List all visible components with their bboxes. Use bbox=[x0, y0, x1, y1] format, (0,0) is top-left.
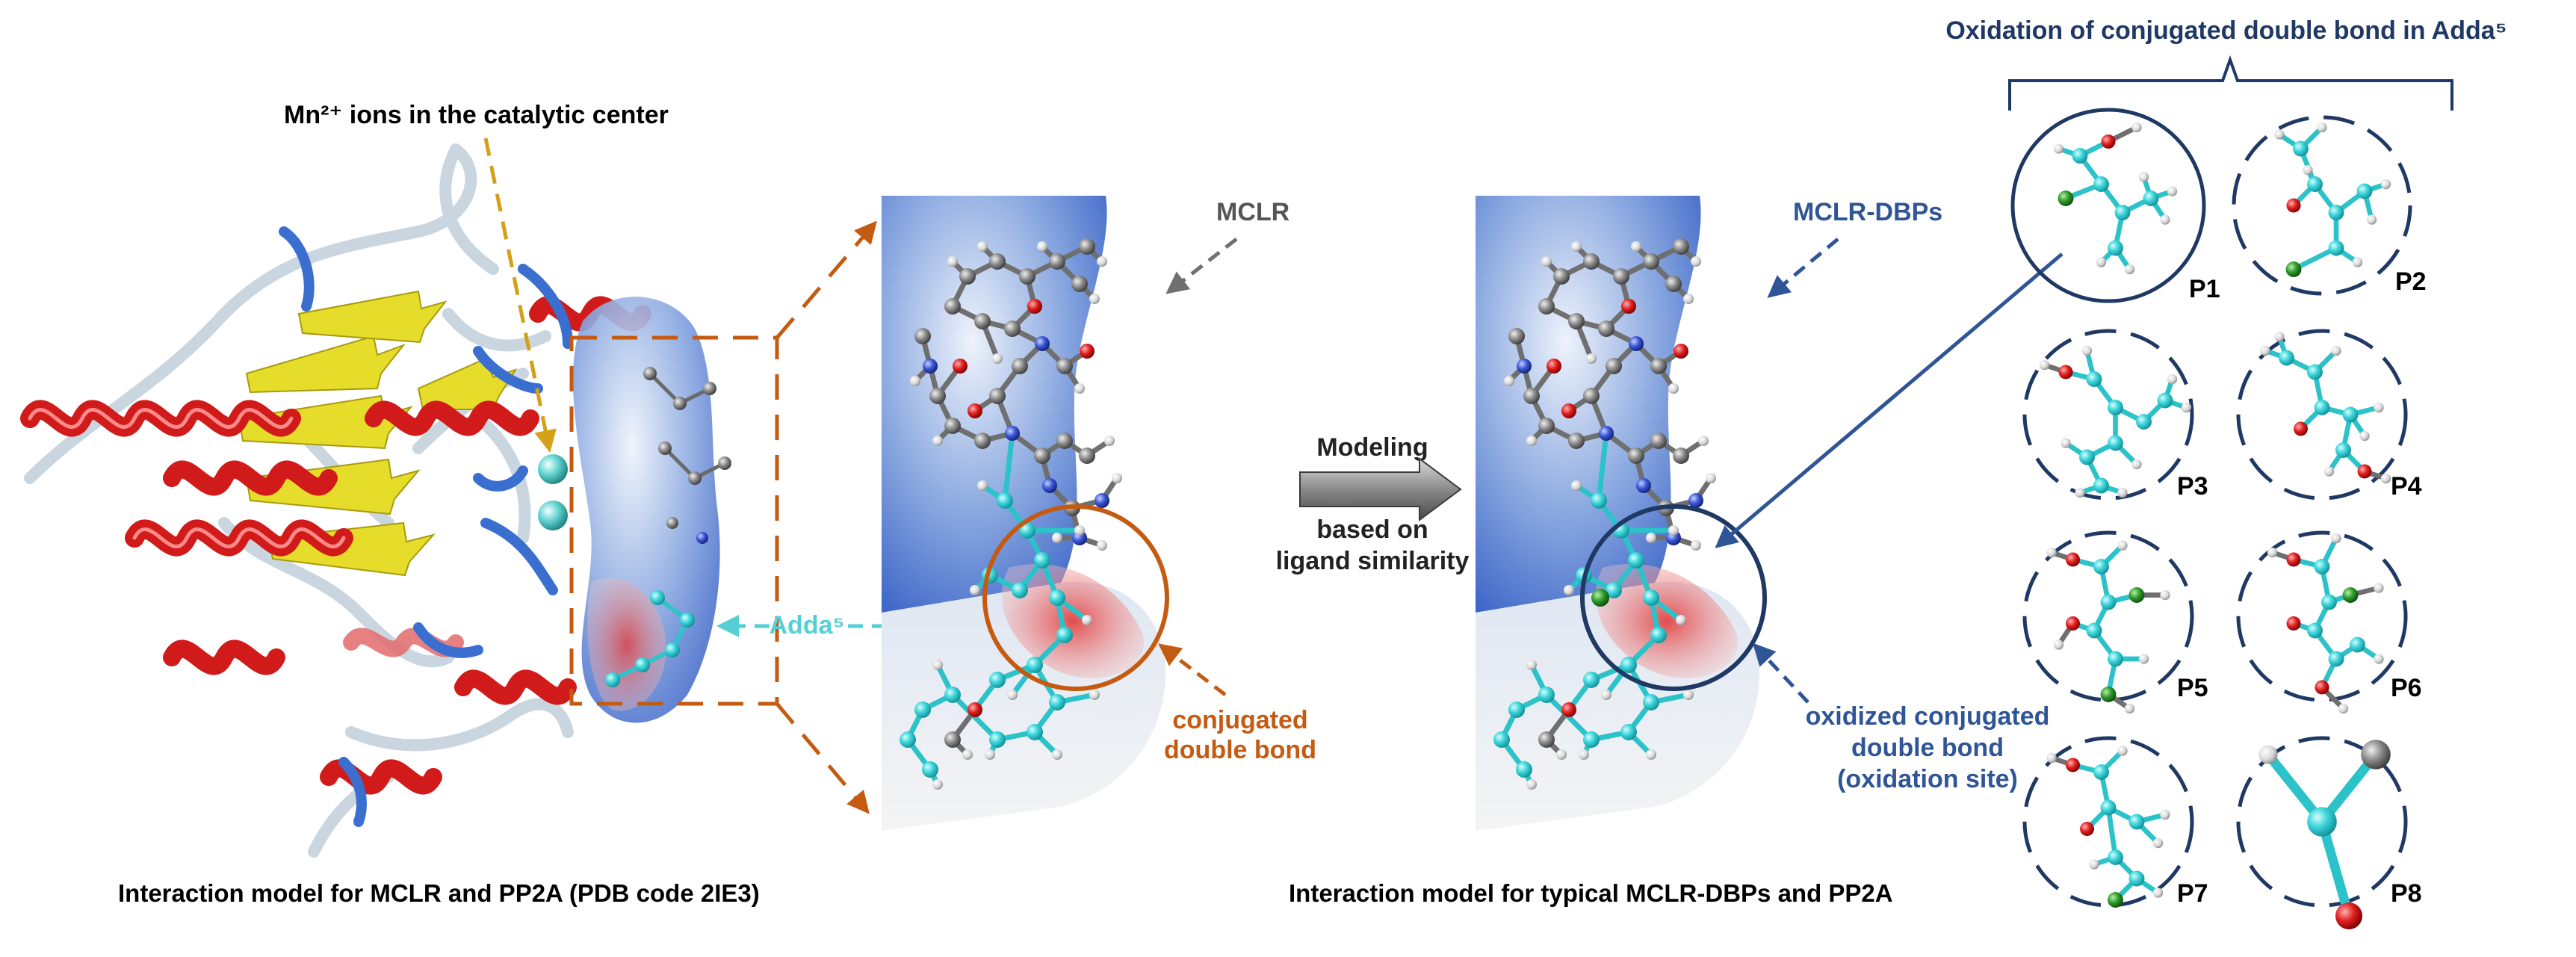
product-8-molecule bbox=[2258, 740, 2391, 929]
adda-label: Adda⁵ bbox=[770, 611, 845, 639]
product-3: P3 bbox=[2022, 329, 2208, 501]
caption-left: Interaction model for MCLR and PP2A (PDB… bbox=[118, 879, 760, 907]
product-8-circle bbox=[2236, 736, 2408, 908]
product-8: P8 bbox=[2236, 736, 2422, 929]
conjugated-label-line1: conjugated bbox=[1172, 706, 1307, 734]
product-7: P7 bbox=[2022, 736, 2208, 908]
mn-ions-label: Mn²⁺ ions in the catalytic center bbox=[284, 101, 669, 129]
caption-right: Interaction model for typical MCLR-DBPs … bbox=[1289, 879, 1893, 907]
based-on-label-line1: based on bbox=[1316, 515, 1428, 544]
product-5-label: P5 bbox=[2177, 674, 2208, 702]
product-1: P1 bbox=[2010, 108, 2220, 303]
modeling-label: Modeling bbox=[1316, 433, 1428, 462]
conjugated-label-line2: double bond bbox=[1164, 736, 1316, 764]
product-4-circle bbox=[2236, 329, 2408, 501]
protein-binding-surface bbox=[573, 297, 731, 723]
product-2-circle bbox=[2232, 115, 2412, 296]
zoom-panel-dbps bbox=[1476, 196, 1819, 831]
product-5-molecule bbox=[2046, 540, 2170, 714]
oxidation-title: Oxidation of conjugated double bond in A… bbox=[1945, 16, 2507, 45]
oxidized-label-line3: (oxidation site) bbox=[1837, 765, 2018, 793]
mclr-molecule-panel1 bbox=[900, 238, 1122, 790]
p1-to-site-link bbox=[1715, 253, 2063, 548]
modeling-arrow bbox=[1299, 457, 1462, 521]
product-3-label: P3 bbox=[2177, 472, 2208, 501]
mclr-arrow bbox=[1165, 238, 1238, 294]
product-1-label: P1 bbox=[2189, 275, 2220, 303]
product-3-molecule bbox=[2039, 345, 2192, 498]
product-1-molecule bbox=[2053, 122, 2178, 275]
product-3-circle bbox=[2022, 329, 2194, 501]
dbps-label: MCLR-DBPs bbox=[1793, 198, 1942, 226]
product-6-label: P6 bbox=[2391, 674, 2422, 702]
product-2-label: P2 bbox=[2395, 267, 2427, 296]
product-7-circle bbox=[2022, 736, 2194, 908]
oxidized-label-line2: double bond bbox=[1851, 734, 2004, 762]
product-6-circle bbox=[2236, 530, 2408, 702]
product-4-molecule bbox=[2260, 331, 2391, 484]
conjugated-double-bond-highlight bbox=[982, 504, 1227, 696]
product-6: P6 bbox=[2236, 530, 2422, 714]
oxidized-label-line1: oxidized conjugated bbox=[1806, 702, 2050, 731]
product-2-molecule bbox=[2274, 122, 2391, 277]
zoom-panel-mclr bbox=[882, 196, 1225, 831]
mclr-label: MCLR bbox=[1216, 198, 1289, 226]
mclr-dbps-molecule-panel2 bbox=[1493, 238, 1716, 790]
based-on-label-line2: ligand similarity bbox=[1276, 547, 1470, 575]
product-1-circle bbox=[2010, 108, 2206, 303]
product-4-label: P4 bbox=[2391, 472, 2422, 501]
zoom-box bbox=[569, 220, 877, 814]
mn-ions-arrow bbox=[483, 137, 557, 453]
pp2a-protein-ribbon bbox=[20, 143, 651, 858]
dbps-arrow bbox=[1767, 238, 1839, 298]
product-4: P4 bbox=[2236, 329, 2422, 501]
mclr-dbps-ball-and-stick bbox=[1493, 238, 1716, 790]
product-7-label: P7 bbox=[2177, 879, 2208, 908]
product-8-label: P8 bbox=[2391, 879, 2422, 908]
product-5-circle bbox=[2022, 530, 2194, 702]
products-bracket bbox=[2008, 55, 2453, 111]
product-6-molecule bbox=[2267, 533, 2384, 714]
mclr-ball-and-stick bbox=[900, 238, 1122, 790]
chlorine-atom bbox=[1591, 589, 1609, 607]
product-5: P5 bbox=[2022, 530, 2208, 714]
product-2: P2 bbox=[2232, 115, 2427, 296]
product-7-molecule bbox=[2046, 746, 2170, 908]
mn-ions bbox=[538, 454, 568, 530]
oxidation-site-highlight bbox=[1580, 504, 1809, 704]
